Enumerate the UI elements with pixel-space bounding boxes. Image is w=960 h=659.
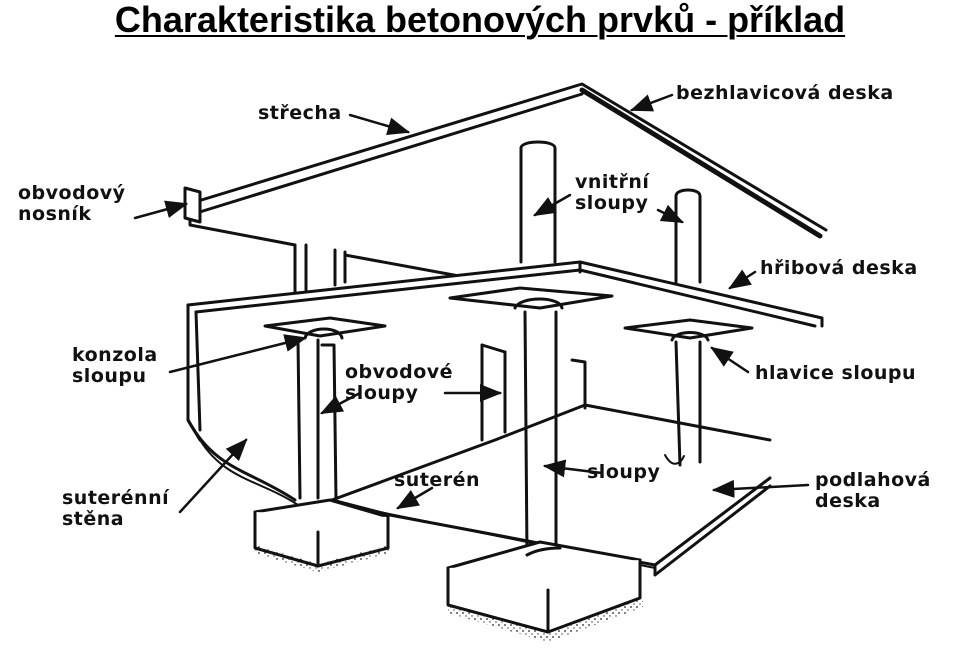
perimeter-columns-upper (293, 243, 472, 294)
title-text: Charakteristika betonových prvků - příkl… (114, 0, 846, 40)
column-capitals (263, 286, 754, 342)
label-hlavice-sloupu: hlavice sloupu (755, 362, 917, 384)
floor-slab (330, 403, 772, 577)
footing-left (253, 498, 390, 572)
roof-slab (183, 82, 828, 247)
label-strecha: střecha (258, 102, 342, 124)
label-vnitrni-sloupy: vnitřní sloupy (575, 171, 650, 214)
footing-right (446, 540, 644, 642)
label-suteren: suterén (394, 469, 481, 491)
leader-arrows (133, 93, 810, 514)
basement-columns (296, 310, 702, 557)
label-obvodovy-nosnik: obvodový nosník (18, 182, 126, 225)
label-podlahova-deska: podlahová deska (815, 469, 931, 512)
label-sloupy: sloupy (587, 461, 661, 483)
label-konzola-sloupu: konzola sloupu (72, 344, 158, 387)
label-suterenni-stena: suterénní stěna (62, 487, 170, 530)
page-title: Charakteristika betonových prvků - příkl… (0, 0, 960, 40)
label-hribova-deska: hřibová deska (760, 257, 918, 279)
label-obvodove-sloupy: obvodové sloupy (345, 361, 454, 404)
basement-wall (186, 418, 299, 506)
label-bezhlavicova-deska: bezhlavicová deska (676, 82, 894, 104)
